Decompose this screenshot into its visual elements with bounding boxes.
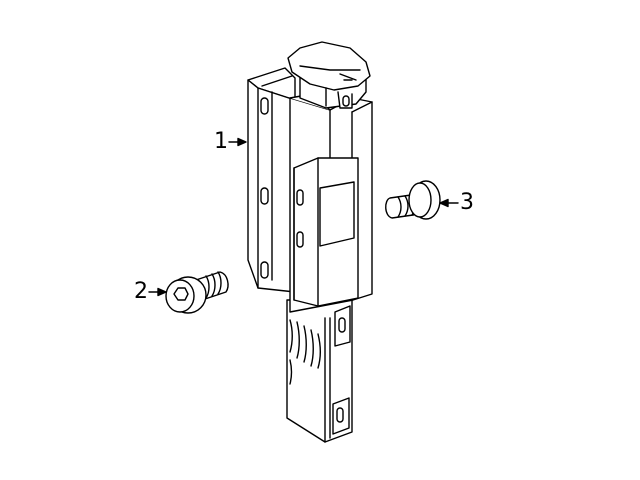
- callout-arrows: [148, 137, 459, 297]
- callout-number-1: 1: [214, 129, 228, 154]
- bracket-top-cap: [287, 41, 371, 109]
- bracket-part-1: [247, 41, 373, 443]
- bracket-main-body: [289, 93, 373, 313]
- arrow-2: [148, 287, 167, 297]
- bolt-part-2: [165, 271, 229, 314]
- bracket-lower-extension: [286, 299, 353, 443]
- bracket-left-plate: [247, 67, 296, 293]
- callout-number-3: 3: [460, 190, 474, 215]
- arrow-1: [228, 137, 247, 147]
- arrow-3: [439, 198, 459, 208]
- callout-number-2: 2: [134, 279, 148, 304]
- bolt-part-3: [385, 180, 441, 220]
